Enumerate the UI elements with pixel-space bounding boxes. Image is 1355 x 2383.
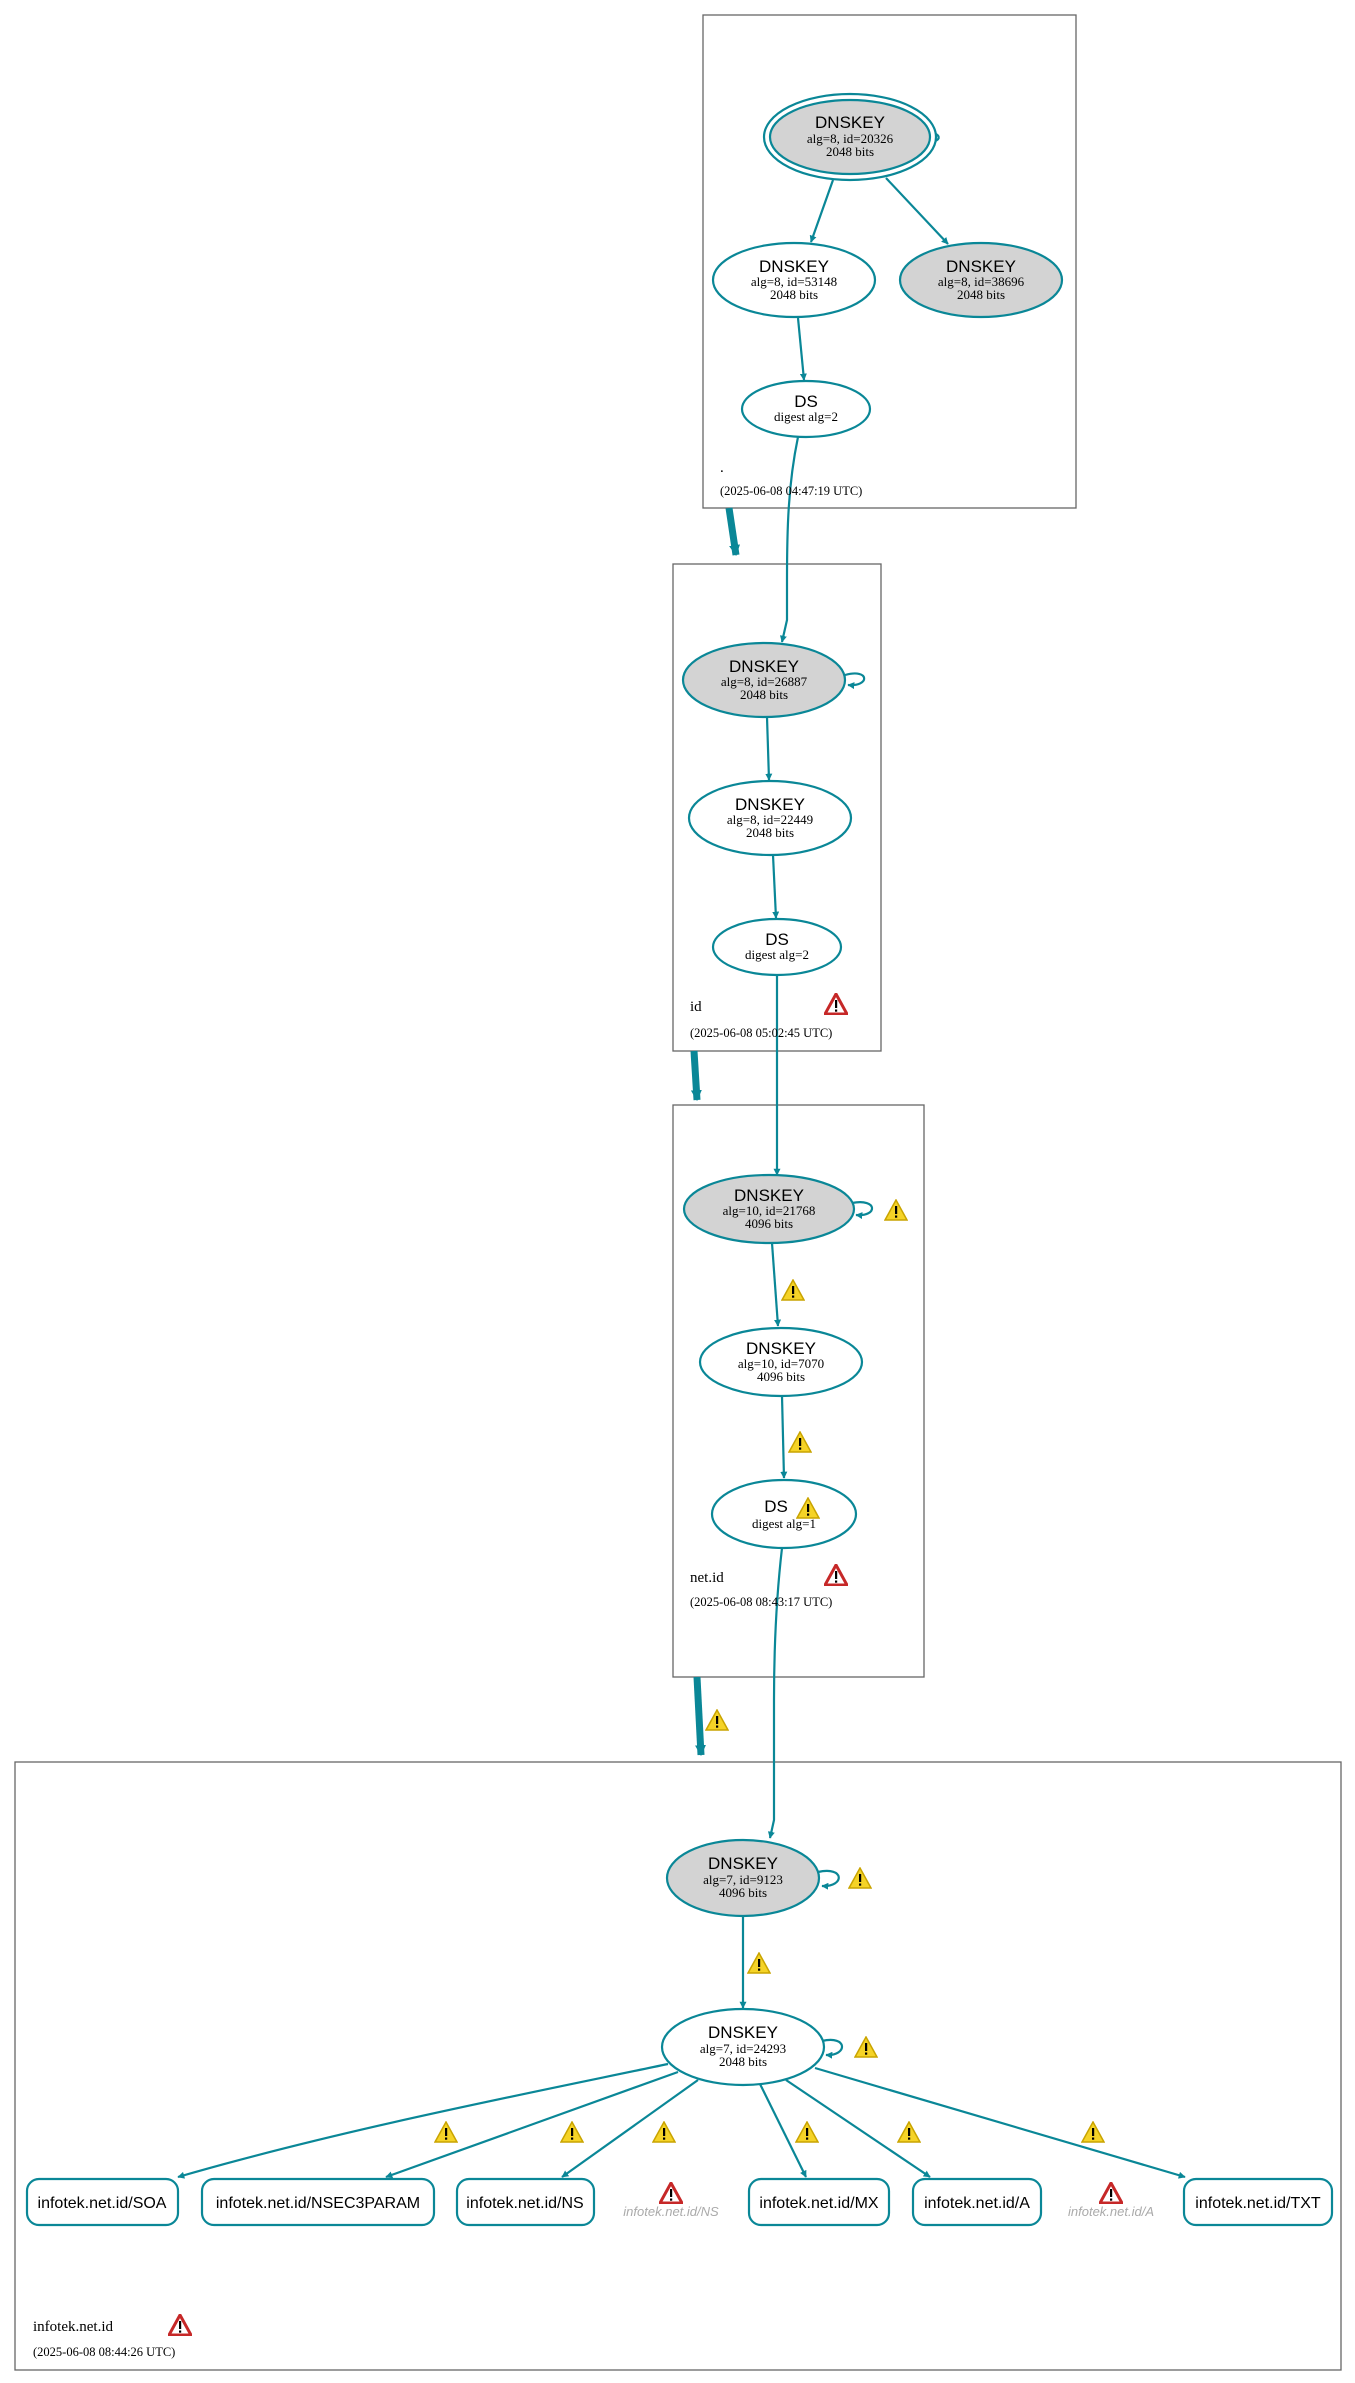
dnskey-node-9123[interactable] (665, 1838, 821, 1918)
record-edge (814, 2066, 1186, 2179)
node-detail: digest alg=2 (774, 409, 838, 424)
missing-record-a[interactable]: infotek.net.id/A (1068, 2204, 1154, 2219)
node-bits: 4096 bits (719, 1885, 767, 1900)
record-ns[interactable] (455, 2177, 596, 2227)
delegation-arrow (725, 507, 740, 557)
node-detail: digest alg=1 (752, 1516, 816, 1531)
node-detail: alg=10, id=21768 (723, 1203, 816, 1218)
node-type: DNSKEY (735, 795, 805, 814)
dnskey-node-20326[interactable] (768, 98, 932, 176)
node-bits: 4096 bits (745, 1216, 793, 1231)
sign-edge (765, 716, 773, 781)
node-bits: 2048 bits (770, 287, 818, 302)
record-edge (561, 2079, 699, 2178)
node-type: DNSKEY (729, 657, 799, 676)
node-detail: alg=8, id=22449 (727, 812, 813, 827)
record-nsec3param[interactable] (200, 2177, 436, 2227)
dnskey-node-21768[interactable] (682, 1173, 856, 1245)
node-bits: 2048 bits (740, 687, 788, 702)
node-detail: alg=7, id=24293 (700, 2041, 786, 2056)
zone-timestamp: (2025-06-08 08:43:17 UTC) (690, 1595, 832, 1609)
sign-edge (796, 317, 807, 381)
record-label: infotek.net.id/A (924, 2195, 1030, 2212)
ds-edge (767, 1547, 784, 1839)
node-detail: alg=8, id=26887 (721, 674, 808, 689)
node-type: DNSKEY (734, 1186, 804, 1205)
node-detail: digest alg=2 (745, 947, 809, 962)
node-type: DNSKEY (815, 113, 885, 132)
dnskey-node-53148[interactable] (711, 241, 877, 319)
delegation-arrow (693, 1676, 706, 1757)
node-type: DS (764, 1497, 788, 1516)
dnskey-node-7070[interactable] (698, 1326, 864, 1398)
node-detail: alg=8, id=53148 (751, 274, 837, 289)
record-edge (177, 2062, 669, 2179)
node-type: DNSKEY (708, 2023, 778, 2042)
record-label: infotek.net.id/TXT (1195, 2195, 1321, 2212)
dnskey-node-24293[interactable] (660, 2007, 826, 2087)
sign-edge (771, 854, 780, 919)
delegation-arrow (690, 1050, 702, 1102)
dnskey-node-22449[interactable] (687, 779, 853, 857)
node-type: DNSKEY (708, 1854, 778, 1873)
node-type: DS (765, 930, 789, 949)
zone-name: net.id (690, 1570, 724, 1586)
self-sign-edge (817, 1869, 840, 1890)
record-a[interactable] (911, 2177, 1043, 2227)
record-edge (785, 2079, 931, 2178)
node-bits: 2048 bits (957, 287, 1005, 302)
node-detail: alg=8, id=38696 (938, 274, 1025, 289)
node-type: DS (794, 392, 818, 411)
dnskey-node-26887[interactable] (681, 641, 847, 719)
node-detail: alg=7, id=9123 (703, 1872, 783, 1887)
self-sign-edge (844, 672, 866, 690)
sign-edge (770, 1242, 782, 1327)
zone-name: infotek.net.id (33, 2319, 113, 2335)
record-label: infotek.net.id/MX (759, 2195, 879, 2212)
node-type: DNSKEY (746, 1339, 816, 1358)
record-label: infotek.net.id/NS (466, 2195, 583, 2212)
node-type: DNSKEY (759, 257, 829, 276)
zone-name: id (690, 999, 702, 1015)
self-sign-edge (851, 1201, 874, 1220)
node-bits: 2048 bits (746, 825, 794, 840)
ds-edge (779, 436, 800, 643)
self-sign-edge (821, 2038, 844, 2059)
record-edge (759, 2083, 807, 2178)
node-type: DNSKEY (946, 257, 1016, 276)
sign-edge (780, 1395, 788, 1479)
node-detail: alg=10, id=7070 (738, 1356, 824, 1371)
ds-node[interactable] (711, 917, 843, 977)
warning-icon (705, 1709, 729, 1731)
dnskey-node-38696[interactable] (898, 241, 1064, 319)
ds-node[interactable] (710, 1478, 858, 1550)
sign-edge (809, 179, 835, 243)
missing-record-ns[interactable]: infotek.net.id/NS (623, 2204, 719, 2219)
record-txt[interactable] (1182, 2177, 1334, 2227)
zone-timestamp: (2025-06-08 08:44:26 UTC) (33, 2345, 175, 2359)
record-label: infotek.net.id/NSEC3PARAM (216, 2195, 420, 2212)
record-edge (385, 2070, 679, 2179)
ds-node[interactable] (740, 379, 872, 439)
record-soa[interactable] (25, 2177, 180, 2227)
node-detail: alg=8, id=20326 (807, 131, 894, 146)
zone-name: . (720, 460, 724, 476)
sign-edge (885, 177, 949, 245)
record-label: infotek.net.id/SOA (38, 2195, 167, 2212)
node-bits: 2048 bits (826, 144, 874, 159)
node-bits: 4096 bits (757, 1369, 805, 1384)
zone-timestamp: (2025-06-08 05:02:45 UTC) (690, 1026, 832, 1040)
record-mx[interactable] (747, 2177, 891, 2227)
node-bits: 2048 bits (719, 2054, 767, 2069)
zone-timestamp: (2025-06-08 04:47:19 UTC) (720, 484, 862, 498)
